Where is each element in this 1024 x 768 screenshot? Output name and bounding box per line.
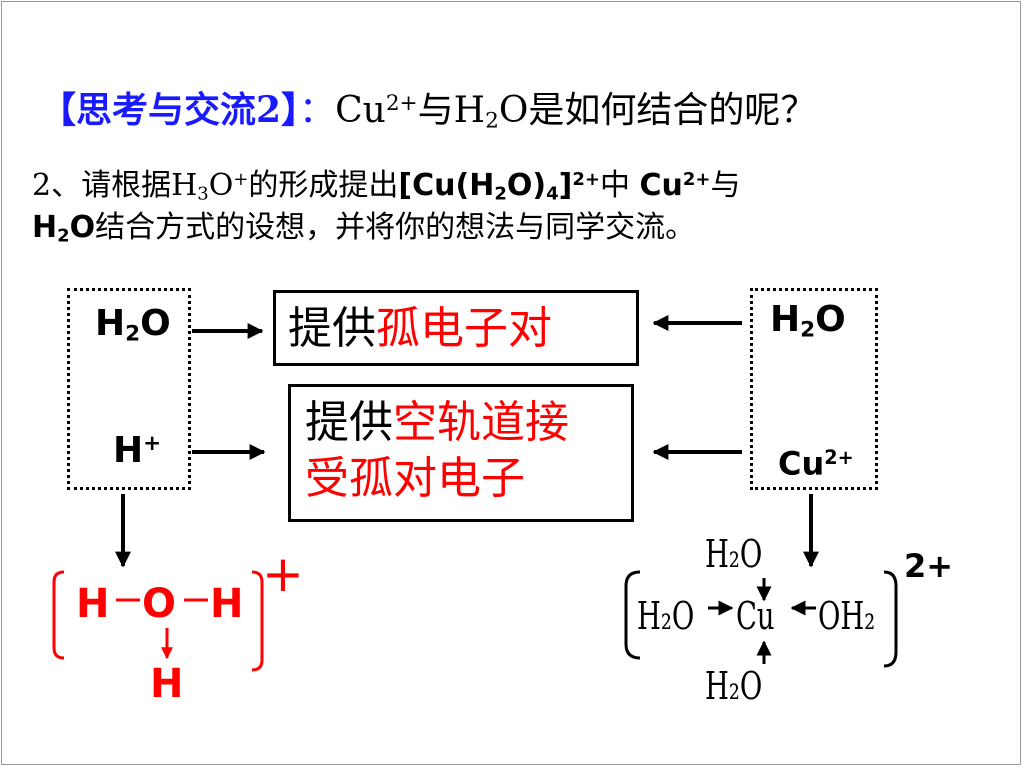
right-copper-cu: Cu bbox=[778, 444, 825, 483]
hydronium-h-right: H bbox=[210, 581, 244, 627]
prompt-line1-a: 2、请根据 bbox=[32, 167, 172, 203]
right-water-label: H2O bbox=[770, 298, 846, 352]
heading-o: O bbox=[498, 89, 529, 131]
heading: 【思考与交流2】：Cu2+与H2O是如何结合的呢？ bbox=[40, 82, 816, 143]
prompt-line1-c: 中 bbox=[599, 167, 640, 203]
right-water-sub: 2 bbox=[800, 317, 816, 343]
complex-bracket-left bbox=[624, 570, 641, 660]
left-dotted-group bbox=[67, 288, 191, 490]
prompt-h3o-h: H bbox=[171, 167, 198, 203]
left-water-o: O bbox=[140, 303, 171, 344]
left-proton-h: H bbox=[113, 429, 144, 471]
heading-h-sub: 2 bbox=[485, 108, 499, 134]
complex-right-ligand: OH₂ bbox=[818, 594, 876, 638]
prompt-line1-d: 与 bbox=[710, 167, 741, 203]
prompt-h3o-sup: + bbox=[233, 169, 249, 190]
complex-formula: [Cu(H2O)4]2+ bbox=[398, 167, 600, 205]
complex-left-ligand: H₂O bbox=[637, 594, 695, 638]
prompt-line1-b: 的形成提出 bbox=[248, 167, 399, 203]
box2-black-text: 提供 bbox=[305, 397, 393, 448]
heading-cu-charge: 2+ bbox=[385, 91, 418, 116]
prompt-line2-h: H bbox=[32, 210, 58, 245]
complex-charge-label: 2+ bbox=[904, 547, 954, 585]
prompt-line-2: H2O结合方式的设想，并将你的想法与同学交流。 bbox=[32, 208, 695, 257]
heading-h: H bbox=[453, 89, 486, 131]
right-copper-label: Cu2+ bbox=[778, 436, 854, 486]
heading-rest: 是如何结合的呢？ bbox=[528, 89, 817, 131]
box-lone-pair: 提供孤电子对 bbox=[273, 290, 639, 366]
prompt-line2-rest: 结合方式的设想，并将你的想法与同学交流。 bbox=[95, 210, 696, 245]
hydronium-bracket-right bbox=[251, 570, 264, 672]
right-dotted-group bbox=[750, 288, 878, 490]
prompt-line-1: 2、请根据H3O+的形成提出[Cu(H2O)4]2+中 Cu2+与 bbox=[32, 160, 740, 214]
hydronium-charge: + bbox=[262, 545, 304, 603]
box2-line-1: 提供空轨道接 bbox=[305, 395, 569, 451]
complex-top-ligand: H₂O bbox=[705, 532, 763, 576]
hydronium-bracket-left bbox=[52, 570, 65, 660]
box2-red-line1: 空轨道接 bbox=[393, 397, 569, 448]
left-water-sub: 2 bbox=[125, 321, 141, 347]
prompt-cu: Cu bbox=[639, 167, 683, 203]
complex-bottom-ligand: H₂O bbox=[705, 664, 763, 708]
heading-colon: ： bbox=[299, 89, 336, 131]
heading-with: 与 bbox=[417, 89, 454, 131]
complex-charge: 2+ bbox=[572, 169, 600, 190]
prompt-line2-sub: 2 bbox=[57, 225, 70, 247]
complex-bracket-right bbox=[883, 570, 898, 668]
hydronium-o: O bbox=[142, 581, 177, 627]
prompt-h3o-o: O bbox=[208, 167, 234, 203]
complex-sub-4: 4 bbox=[546, 183, 559, 205]
heading-bracket-label: 【思考与交流2】 bbox=[40, 88, 300, 131]
left-proton-label: H+ bbox=[113, 422, 161, 473]
right-copper-charge: 2+ bbox=[824, 446, 854, 469]
hydronium-h-left: H bbox=[76, 581, 110, 627]
right-water-o: O bbox=[815, 299, 846, 340]
left-proton-charge: + bbox=[143, 431, 162, 456]
complex-mid: O) bbox=[506, 167, 547, 203]
box2-line-2: 受孤对电子 bbox=[305, 453, 525, 504]
heading-cu: Cu bbox=[335, 89, 386, 131]
box1-black-text: 提供 bbox=[288, 303, 376, 354]
box-empty-orbital: 提供空轨道接 受孤对电子 bbox=[288, 384, 634, 522]
left-water-label: H2O bbox=[95, 302, 171, 356]
hydronium-h-bottom: H bbox=[150, 661, 184, 707]
box1-red-text: 孤电子对 bbox=[376, 303, 552, 354]
prompt-line2-o: O bbox=[69, 210, 96, 245]
complex-close: ] bbox=[558, 167, 573, 203]
complex-sub-2: 2 bbox=[494, 183, 507, 205]
box-lone-pair-text: 提供孤电子对 bbox=[288, 301, 552, 357]
prompt-cu-charge: 2+ bbox=[682, 169, 711, 190]
complex-open: [Cu(H bbox=[398, 167, 495, 203]
right-water-h: H bbox=[770, 299, 801, 340]
prompt-h3o-sub: 3 bbox=[197, 183, 209, 205]
left-water-h: H bbox=[95, 303, 126, 344]
